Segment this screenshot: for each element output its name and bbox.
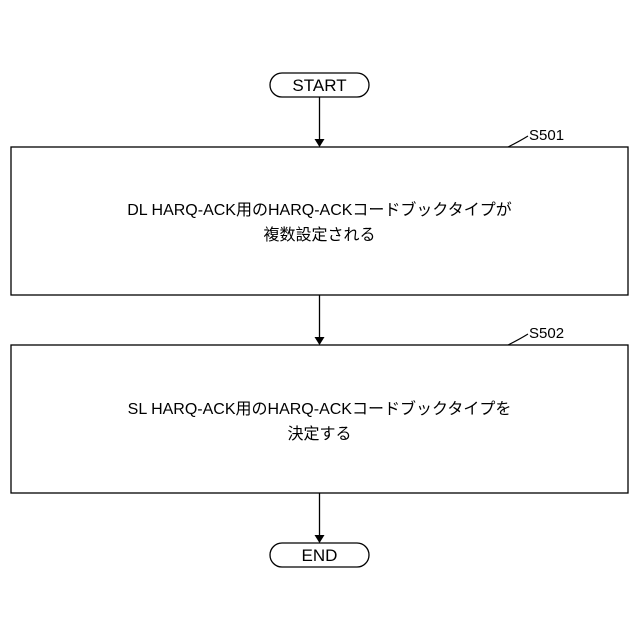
s501-leader-line xyxy=(508,136,528,147)
s501-text-line-2: 複数設定される xyxy=(263,226,375,244)
s501-step-label: S501 xyxy=(529,127,564,144)
process-box-s501: DL HARQ-ACK用のHARQ-ACKコードブックタイプが 複数設定される xyxy=(11,147,628,295)
s502-text-line-2: 決定する xyxy=(287,425,351,443)
s502-text-line-1: SL HARQ-ACK用のHARQ-ACKコードブックタイプを xyxy=(128,399,512,418)
end-terminal: END xyxy=(270,543,369,567)
process-box-s502: SL HARQ-ACK用のHARQ-ACKコードブックタイプを 決定する xyxy=(11,345,628,493)
start-terminal: START xyxy=(270,73,369,97)
s502-step-label: S502 xyxy=(529,325,564,342)
s501-text-line-1: DL HARQ-ACK用のHARQ-ACKコードブックタイプが xyxy=(127,200,512,219)
end-label: END xyxy=(302,546,338,565)
s502-leader-line xyxy=(508,334,528,345)
start-label: START xyxy=(292,76,346,95)
